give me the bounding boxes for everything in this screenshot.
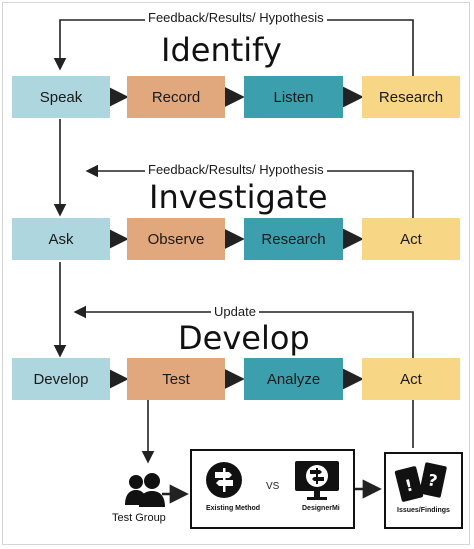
develop-title: Develop (178, 319, 310, 357)
develop-feedback-label: Update (211, 305, 259, 319)
svg-text:!: ! (403, 475, 415, 495)
test-group-label: Test Group (112, 512, 166, 524)
signpost-icon (206, 462, 242, 498)
update-feedback-arrow (73, 305, 414, 448)
step-speak: Speak (12, 76, 110, 118)
investigate-feedback-label: Feedback/Results/ Hypothesis (145, 163, 327, 177)
identify-title: Identify (161, 31, 282, 69)
vs-label: VS (266, 481, 280, 492)
step-act-2: Act (362, 358, 460, 400)
svg-text:?: ? (426, 470, 439, 491)
step-research: Research (362, 76, 460, 118)
step-act: Act (362, 218, 460, 260)
step-test: Test (127, 358, 225, 400)
step-research-2: Research (244, 218, 343, 260)
monitor-signpost-icon (295, 461, 339, 500)
step-record: Record (127, 76, 225, 118)
step-analyze: Analyze (244, 358, 343, 400)
existing-method-label: Existing Method (206, 505, 261, 512)
designermi-label: DesignerMi (302, 505, 340, 512)
step-ask: Ask (12, 218, 110, 260)
step-listen: Listen (244, 76, 343, 118)
identify-feedback-label: Feedback/Results/ Hypothesis (145, 11, 327, 25)
step-develop: Develop (12, 358, 110, 400)
issues-label: Issues/Findings (397, 507, 450, 514)
step-observe: Observe (127, 218, 225, 260)
investigate-title: Investigate (149, 178, 328, 216)
question-cards-icon: ! ? (394, 462, 447, 502)
issues-panel (384, 452, 463, 529)
outer-frame (2, 2, 470, 545)
people-icon (125, 473, 165, 507)
